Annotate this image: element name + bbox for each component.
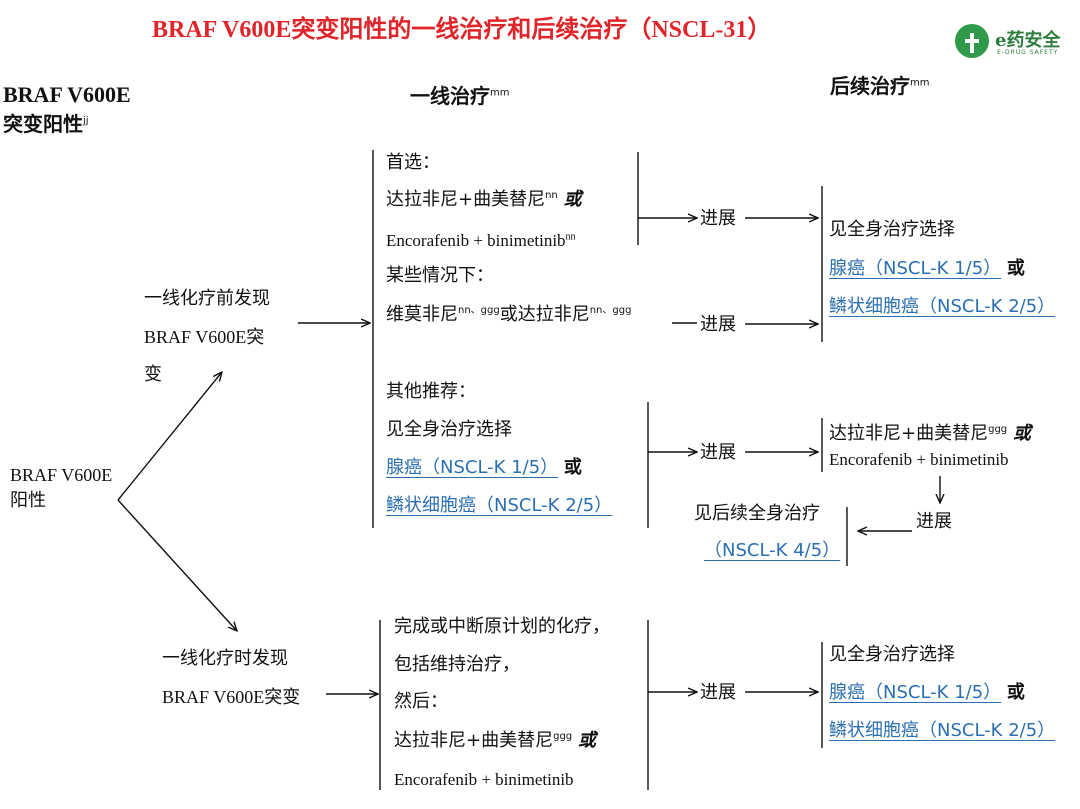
header-first-line-text: 一线治疗: [410, 84, 490, 108]
certain-label: 某些情况下：: [386, 265, 494, 286]
branch-during-line1: 一线化疗时发现: [162, 648, 288, 669]
preferred-regimen-en-sup: nn: [565, 231, 576, 243]
during-regimen-cn-text: 达拉非尼+曲美替尼: [394, 730, 554, 751]
during-line3: 然后：: [394, 691, 448, 712]
certain-drug1: 维莫非尼: [386, 304, 458, 325]
subsequent-top-or: 或: [1006, 258, 1025, 279]
subsequent-top-squamous-link[interactable]: 鳞状细胞癌（NSCL-K 2/5）: [829, 296, 1056, 317]
logo-circle-icon: [955, 24, 989, 58]
header-first-line-sup: mm: [490, 87, 510, 99]
logo-main-text: e药安全: [995, 30, 1061, 51]
other-squamous-row: 鳞状细胞癌（NSCL-K 2/5）: [386, 497, 612, 515]
preferred-regimen-cn-sup: nn: [545, 190, 558, 201]
subsequent-bottom-adeno-link[interactable]: 腺癌（NSCL-K 1/5）: [829, 682, 1002, 703]
certain-drug2-sup: nn、ggg: [589, 305, 632, 316]
other-systemic: 见全身治疗选择: [386, 419, 512, 440]
subsequent-mid-regimen-cn: 达拉非尼+曲美替尼ggg 或: [829, 425, 1031, 443]
root-to-during-arrow: [117, 499, 237, 631]
preferred-regimen-cn: 达拉非尼+曲美替尼nn 或: [386, 191, 582, 209]
preferred-regimen-en: Encorafenib + binimetinibnn: [386, 232, 576, 249]
progress-label-4: 进展: [916, 511, 952, 532]
later-line1: 见后续全身治疗: [694, 503, 820, 524]
preferred-regimen-en-text: Encorafenib + binimetinib: [386, 231, 566, 250]
subsequent-bottom-systemic: 见全身治疗选择: [829, 644, 955, 665]
header-braf-sup: jj: [83, 115, 89, 127]
during-regimen-cn-sup: ggg: [553, 731, 573, 742]
later-link[interactable]: （NSCL-K 4/5）: [704, 540, 841, 561]
preferred-regimen-cn-text: 达拉非尼+曲美替尼: [386, 189, 546, 210]
other-links: 腺癌（NSCL-K 1/5） 或: [386, 459, 582, 477]
header-subsequent-text: 后续治疗: [830, 74, 910, 98]
header-subsequent-sup: mm: [910, 77, 930, 89]
other-or: 或: [563, 457, 582, 478]
preferred-or: 或: [563, 189, 582, 210]
subsequent-mid-regimen-cn-sup: ggg: [988, 424, 1008, 435]
root-to-before-arrow: [117, 372, 222, 501]
root-line2: 阳性: [10, 490, 46, 511]
during-or: 或: [577, 730, 596, 751]
other-adeno-link[interactable]: 腺癌（NSCL-K 1/5）: [386, 457, 559, 478]
during-regimen-cn: 达拉非尼+曲美替尼ggg 或: [394, 732, 596, 750]
logo-sub-text: E-DRUG SAFETY: [997, 49, 1059, 56]
subsequent-bottom-links: 腺癌（NSCL-K 1/5） 或: [829, 684, 1025, 702]
page-title: BRAF V600E突变阳性的一线治疗和后续治疗（NSCL-31）: [152, 17, 772, 43]
branch-before-line3: 变: [144, 364, 162, 385]
plus-cross-icon: [965, 33, 979, 53]
other-label: 其他推荐：: [386, 381, 476, 402]
branch-before-line1: 一线化疗前发现: [144, 288, 270, 309]
header-braf-line2-text: 突变阳性: [3, 112, 83, 136]
progress-label-2: 进展: [700, 314, 736, 335]
certain-drug2: 达拉非尼: [517, 304, 590, 325]
branch-before-line2: BRAF V600E突: [144, 327, 265, 347]
header-subsequent: 后续治疗mm: [830, 76, 929, 96]
branch-during-line2: BRAF V600E突变: [162, 687, 301, 707]
subsequent-mid-regimen-en: Encorafenib + binimetinib: [829, 450, 1009, 469]
certain-or: 或: [499, 304, 518, 325]
subsequent-bottom-or: 或: [1006, 682, 1025, 703]
during-line2: 包括维持治疗，: [394, 654, 520, 675]
certain-drug1-sup: nn、ggg: [458, 305, 500, 316]
root-line1: BRAF V600E: [10, 465, 113, 485]
progress-label-5: 进展: [700, 682, 736, 703]
later-line2-row: （NSCL-K 4/5）: [704, 542, 840, 560]
preferred-label: 首选：: [386, 152, 440, 173]
subsequent-top-squamous-row: 鳞状细胞癌（NSCL-K 2/5）: [829, 298, 1055, 316]
certain-regimen: 维莫非尼nn、ggg或达拉非尼nn、ggg: [386, 306, 631, 324]
e-drug-safety-logo: e药安全 E-DRUG SAFETY: [955, 22, 1065, 62]
subsequent-top-systemic: 见全身治疗选择: [829, 219, 955, 240]
other-squamous-link[interactable]: 鳞状细胞癌（NSCL-K 2/5）: [386, 495, 613, 516]
progress-label-3: 进展: [700, 442, 736, 463]
during-regimen-en: Encorafenib + binimetinib: [394, 770, 574, 789]
header-braf-line2: 突变阳性jj: [3, 114, 89, 134]
subsequent-mid-regimen-cn-text: 达拉非尼+曲美替尼: [829, 423, 989, 444]
subsequent-mid-or: 或: [1012, 423, 1031, 444]
progress-label-1: 进展: [700, 208, 736, 229]
header-braf-line1: BRAF V600E: [3, 82, 131, 107]
during-line1: 完成或中断原计划的化疗，: [394, 616, 610, 637]
subsequent-bottom-squamous-link[interactable]: 鳞状细胞癌（NSCL-K 2/5）: [829, 720, 1056, 741]
subsequent-bottom-squamous-row: 鳞状细胞癌（NSCL-K 2/5）: [829, 722, 1055, 740]
header-first-line: 一线治疗mm: [410, 86, 509, 106]
subsequent-top-adeno-link[interactable]: 腺癌（NSCL-K 1/5）: [829, 258, 1002, 279]
subsequent-top-links: 腺癌（NSCL-K 1/5） 或: [829, 260, 1025, 278]
